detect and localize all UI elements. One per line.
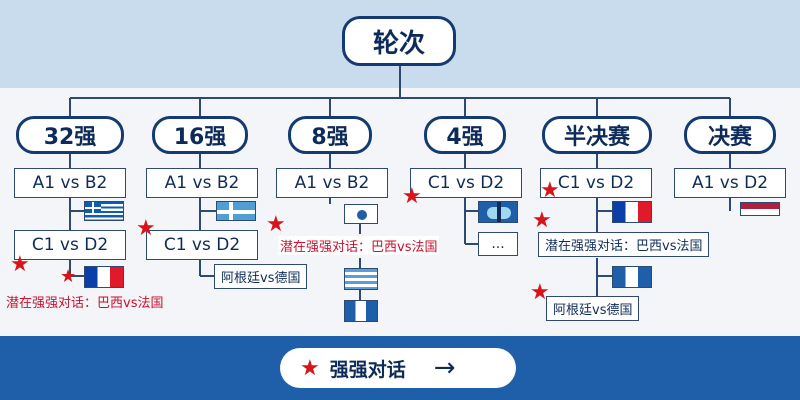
france-flag-icon xyxy=(612,201,652,223)
greece-flag-icon xyxy=(84,201,124,221)
star-icon: ★ xyxy=(10,252,30,277)
nordic-cross-flag-icon xyxy=(216,201,256,221)
japan-flag-icon xyxy=(344,204,378,224)
semi-argentina-germany-note: 阿根廷vs德国 xyxy=(546,296,640,321)
match-r16-c1-d2: C1 vs D2 xyxy=(146,230,258,260)
legend-pill: ★ 强强对话 → xyxy=(280,348,516,388)
r16-argentina-germany-note: 阿根廷vs德国 xyxy=(214,264,308,289)
star-icon: ★ xyxy=(60,266,77,287)
blue-vertical-flag-icon xyxy=(612,266,652,288)
round-semi-title: 半决赛 xyxy=(542,116,652,154)
star-icon: ★ xyxy=(300,355,320,381)
blue-emblem-flag-icon xyxy=(478,201,518,223)
round-r8-title: 8强 xyxy=(288,116,372,154)
semi-potential-match-note: 潜在强强对话：巴西vs法国 xyxy=(538,232,710,257)
star-icon: ★ xyxy=(540,178,560,203)
match-r4-more: ... xyxy=(478,232,518,256)
round-r4-title: 4强 xyxy=(424,116,506,154)
star-icon: ★ xyxy=(530,280,550,305)
france-flag-icon xyxy=(84,266,124,288)
match-r32-c1-d2: C1 vs D2 xyxy=(14,230,126,260)
root-round-title: 轮次 xyxy=(342,16,456,66)
striped-flag-icon xyxy=(344,268,378,290)
match-final-a1-d2: A1 vs D2 xyxy=(674,168,786,198)
star-icon: ★ xyxy=(266,212,286,237)
star-icon: ★ xyxy=(532,208,552,233)
round-r16-title: 16强 xyxy=(152,116,248,154)
round-final-title: 决赛 xyxy=(684,116,776,154)
match-r16-a1-b2: A1 vs B2 xyxy=(146,168,258,198)
star-icon: ★ xyxy=(402,184,422,209)
star-icon: ★ xyxy=(136,216,156,241)
arrow-right-icon: → xyxy=(433,353,456,383)
round-r32-title: 32强 xyxy=(16,116,124,154)
match-r8-a1-b2: A1 vs B2 xyxy=(276,168,388,198)
r32-potential-match-note: 潜在强强对话：巴西vs法国 xyxy=(6,296,164,311)
red-white-flag-icon xyxy=(740,202,780,216)
match-r32-a1-b2: A1 vs B2 xyxy=(14,168,126,198)
blue-vertical-flag-icon xyxy=(344,300,378,322)
legend-label: 强强对话 xyxy=(329,358,406,381)
r8-potential-match-note: 潜在强强对话：巴西vs法国 xyxy=(278,236,440,255)
match-r4-c1-d2: C1 vs D2 xyxy=(410,168,522,198)
match-semi-c1-d2: C1 vs D2 xyxy=(540,168,652,198)
